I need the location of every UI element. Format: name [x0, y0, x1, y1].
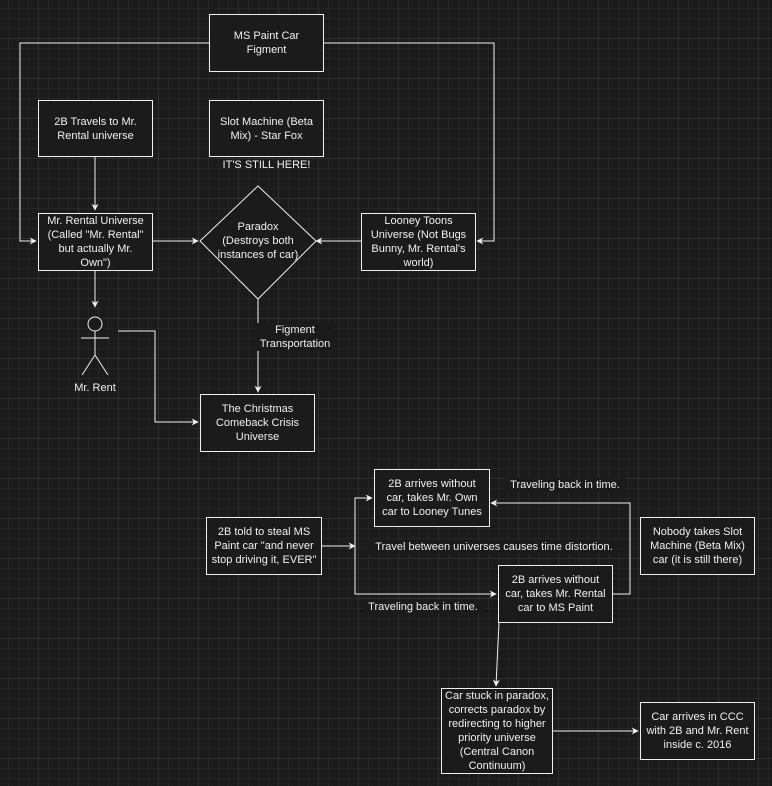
node-2b-arrives-mr-rental[interactable]: 2B arrives without car, takes Mr. Rental… — [498, 565, 613, 623]
node-mr-rental-universe[interactable]: Mr. Rental Universe (Called "Mr. Rental"… — [38, 213, 153, 271]
label-still-here: IT'S STILL HERE! — [222, 159, 311, 171]
edge-junction-to-arrivesown — [354, 494, 373, 546]
node-2b-travels[interactable]: 2B Travels to Mr. Rental universe — [38, 100, 153, 157]
node-nobody-takes-slot-machine[interactable]: Nobody takes Slot Machine (Beta Mix) car… — [640, 517, 755, 575]
node-paradox-label[interactable]: Paradox (Destroys both instances of car) — [217, 221, 299, 261]
label-traveling-back-in-time-2: Traveling back in time. — [363, 600, 483, 614]
node-2b-arrives-mr-own[interactable]: 2B arrives without car, takes Mr. Own ca… — [374, 469, 490, 527]
edge-rental-to-stuck — [492, 621, 500, 687]
edge-mspaint-to-looney — [323, 42, 495, 245]
edge-mspaint-to-mrrental — [19, 42, 209, 245]
node-car-stuck-in-paradox[interactable]: Car stuck in paradox, corrects paradox b… — [441, 688, 553, 774]
edge-rental-back-to-own — [490, 499, 631, 595]
node-2b-told-to-steal[interactable]: 2B told to steal MS Paint car "and never… — [206, 517, 322, 575]
edge-mrrent-to-christmas — [118, 330, 199, 426]
node-christmas-comeback-crisis[interactable]: The Christmas Comeback Crisis Universe — [200, 394, 315, 452]
node-car-arrives-in-ccc[interactable]: Car arrives in CCC with 2B and Mr. Rent … — [640, 702, 755, 760]
node-slot-machine[interactable]: Slot Machine (Beta Mix) - Star Fox — [209, 100, 324, 157]
paradox-diamond — [199, 185, 317, 300]
edge-junction-to-arrivesrental — [354, 546, 497, 598]
mr-rent-stick-figure — [81, 316, 109, 376]
label-mr-rent: Mr. Rent — [74, 382, 116, 394]
label-figment-transportation: Figment Transportation — [256, 323, 334, 351]
node-looney-toons-universe[interactable]: Looney Toons Universe (Not Bugs Bunny, M… — [361, 213, 476, 271]
label-traveling-back-in-time-1: Traveling back in time. — [505, 478, 625, 492]
label-time-distortion: Travel between universes causes time dis… — [368, 540, 620, 554]
node-ms-paint-car-figment[interactable]: MS Paint Car Figment — [209, 14, 324, 72]
